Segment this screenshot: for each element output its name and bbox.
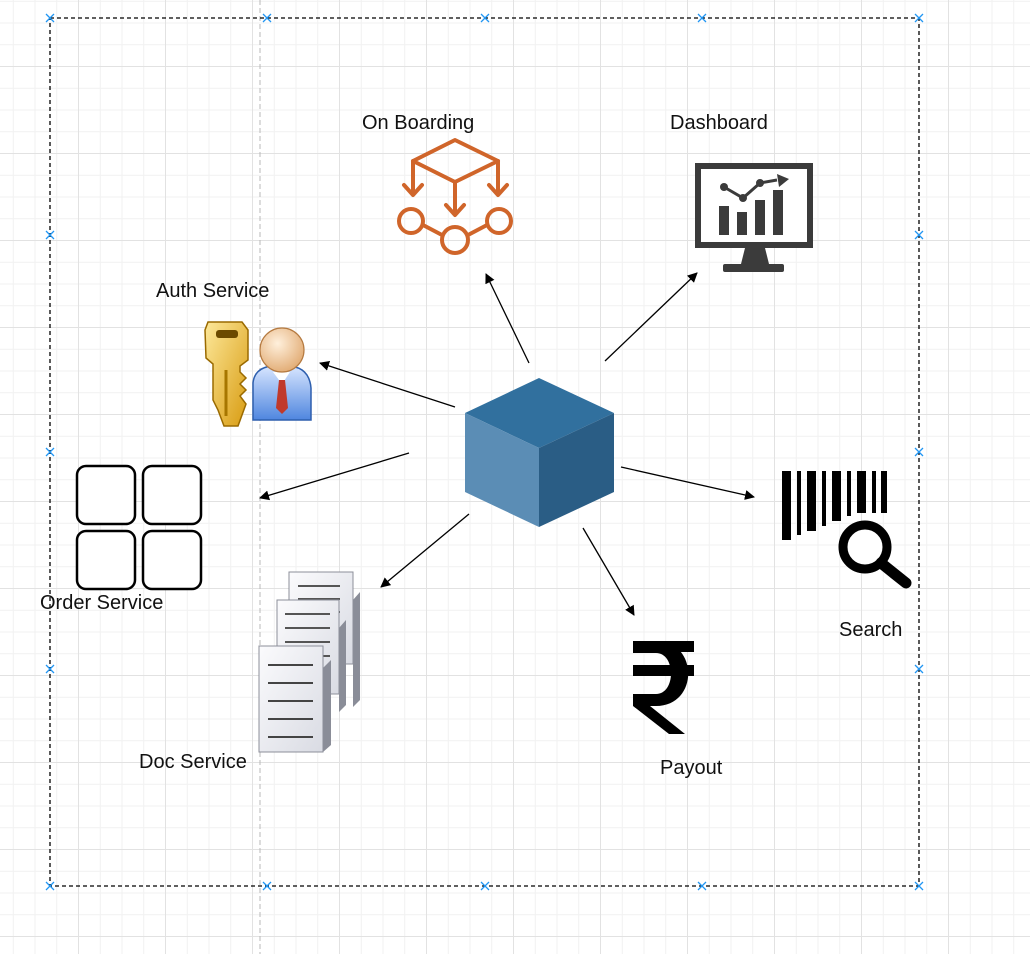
label-payout[interactable]: Payout: [660, 757, 723, 779]
label-doc-service[interactable]: Doc Service: [139, 751, 247, 773]
cube-icon[interactable]: [465, 378, 614, 527]
arrow-to-auth-service[interactable]: [319, 361, 456, 408]
connectors: [259, 272, 755, 616]
arrow-to-dashboard[interactable]: [604, 272, 698, 362]
rupee-icon[interactable]: [633, 641, 694, 734]
arrow-to-search[interactable]: [620, 466, 755, 500]
key-user-icon[interactable]: [204, 321, 312, 427]
arrow-to-order-service[interactable]: [259, 452, 410, 501]
grid-icon[interactable]: [75, 464, 203, 591]
label-search[interactable]: Search: [839, 619, 903, 641]
arrow-to-on-boarding[interactable]: [485, 273, 530, 364]
label-on-boarding[interactable]: On Boarding: [362, 112, 475, 134]
label-auth-service[interactable]: Auth Service: [156, 280, 270, 302]
selection-handles[interactable]: [45, 13, 924, 891]
arrow-to-doc-service[interactable]: [380, 513, 470, 588]
barcode-search-icon[interactable]: [782, 471, 912, 589]
arrow-to-payout[interactable]: [582, 527, 635, 616]
documents-icon[interactable]: [258, 571, 360, 753]
monitor-chart-icon[interactable]: [695, 163, 813, 272]
label-order-service[interactable]: Order Service: [40, 592, 164, 614]
workflow-icon[interactable]: [397, 138, 513, 255]
label-dashboard[interactable]: Dashboard: [670, 112, 768, 134]
